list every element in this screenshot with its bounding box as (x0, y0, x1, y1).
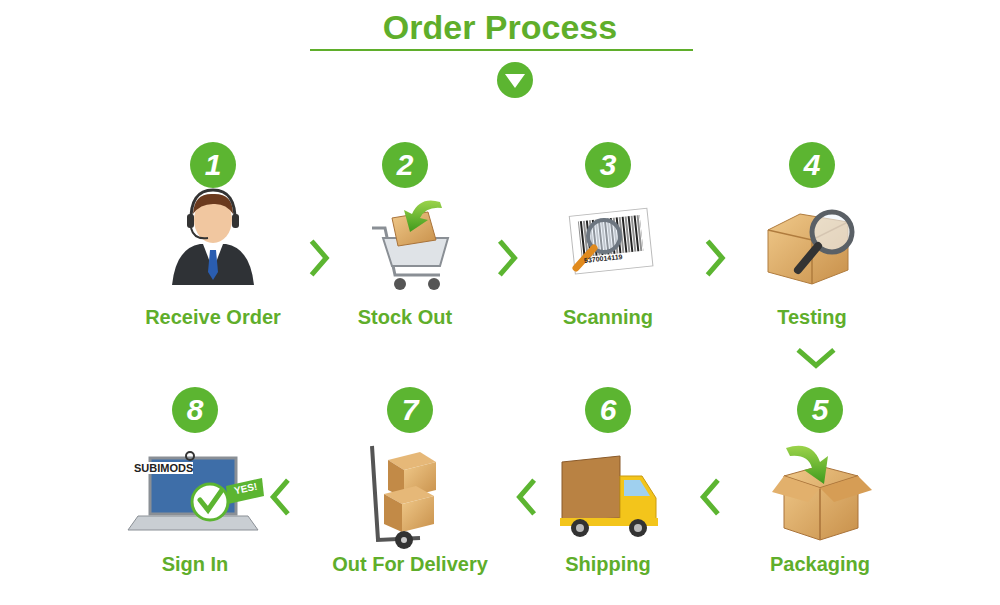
barcode-icon (569, 208, 653, 274)
step-number: 3 (585, 142, 631, 188)
process-step: 7Out For Delivery (326, 387, 494, 577)
step-chevron (520, 482, 533, 512)
step-number: 5 (797, 387, 843, 433)
step-number: 1 (190, 142, 236, 188)
hand-truck-icon (372, 446, 436, 549)
process-step: 2Stock Out (352, 142, 459, 330)
step-label: Shipping (559, 551, 657, 577)
down-marker (497, 62, 533, 98)
diagram-title: Order Process (0, 6, 1000, 48)
step-label: Out For Delivery (326, 551, 494, 577)
step-chevron (800, 352, 832, 366)
step-label: Packaging (764, 551, 877, 577)
step-label: Testing (771, 304, 853, 330)
truck-icon (560, 456, 658, 537)
step-chevron (709, 243, 722, 273)
process-step: 6Shipping (559, 387, 657, 577)
packaging-icon (772, 446, 872, 540)
step-chevron (273, 482, 286, 512)
testing-icon (768, 212, 852, 284)
laptop-icon (128, 452, 264, 530)
step-label: Stock Out (352, 304, 459, 330)
process-step: 3Scanning (557, 142, 660, 330)
step-chevron (502, 243, 515, 273)
step-number: 4 (789, 142, 835, 188)
process-step: 4Testing (771, 142, 853, 330)
step-chevron (703, 482, 716, 512)
step-number: 6 (585, 387, 631, 433)
brand-name: SUBIMODS (134, 462, 193, 474)
process-step: 1Receive Order (139, 142, 287, 330)
step-number: 2 (382, 142, 428, 188)
process-step: 5Packaging (764, 387, 877, 577)
step-chevron (313, 243, 326, 273)
step-number: 7 (387, 387, 433, 433)
title-underline (310, 49, 693, 51)
step-label: Sign In (156, 551, 235, 577)
cart-icon (372, 201, 448, 291)
step-label: Scanning (557, 304, 660, 330)
process-step: 8Sign In (156, 387, 235, 577)
agent-icon (172, 190, 254, 285)
step-label: Receive Order (139, 304, 287, 330)
step-number: 8 (172, 387, 218, 433)
